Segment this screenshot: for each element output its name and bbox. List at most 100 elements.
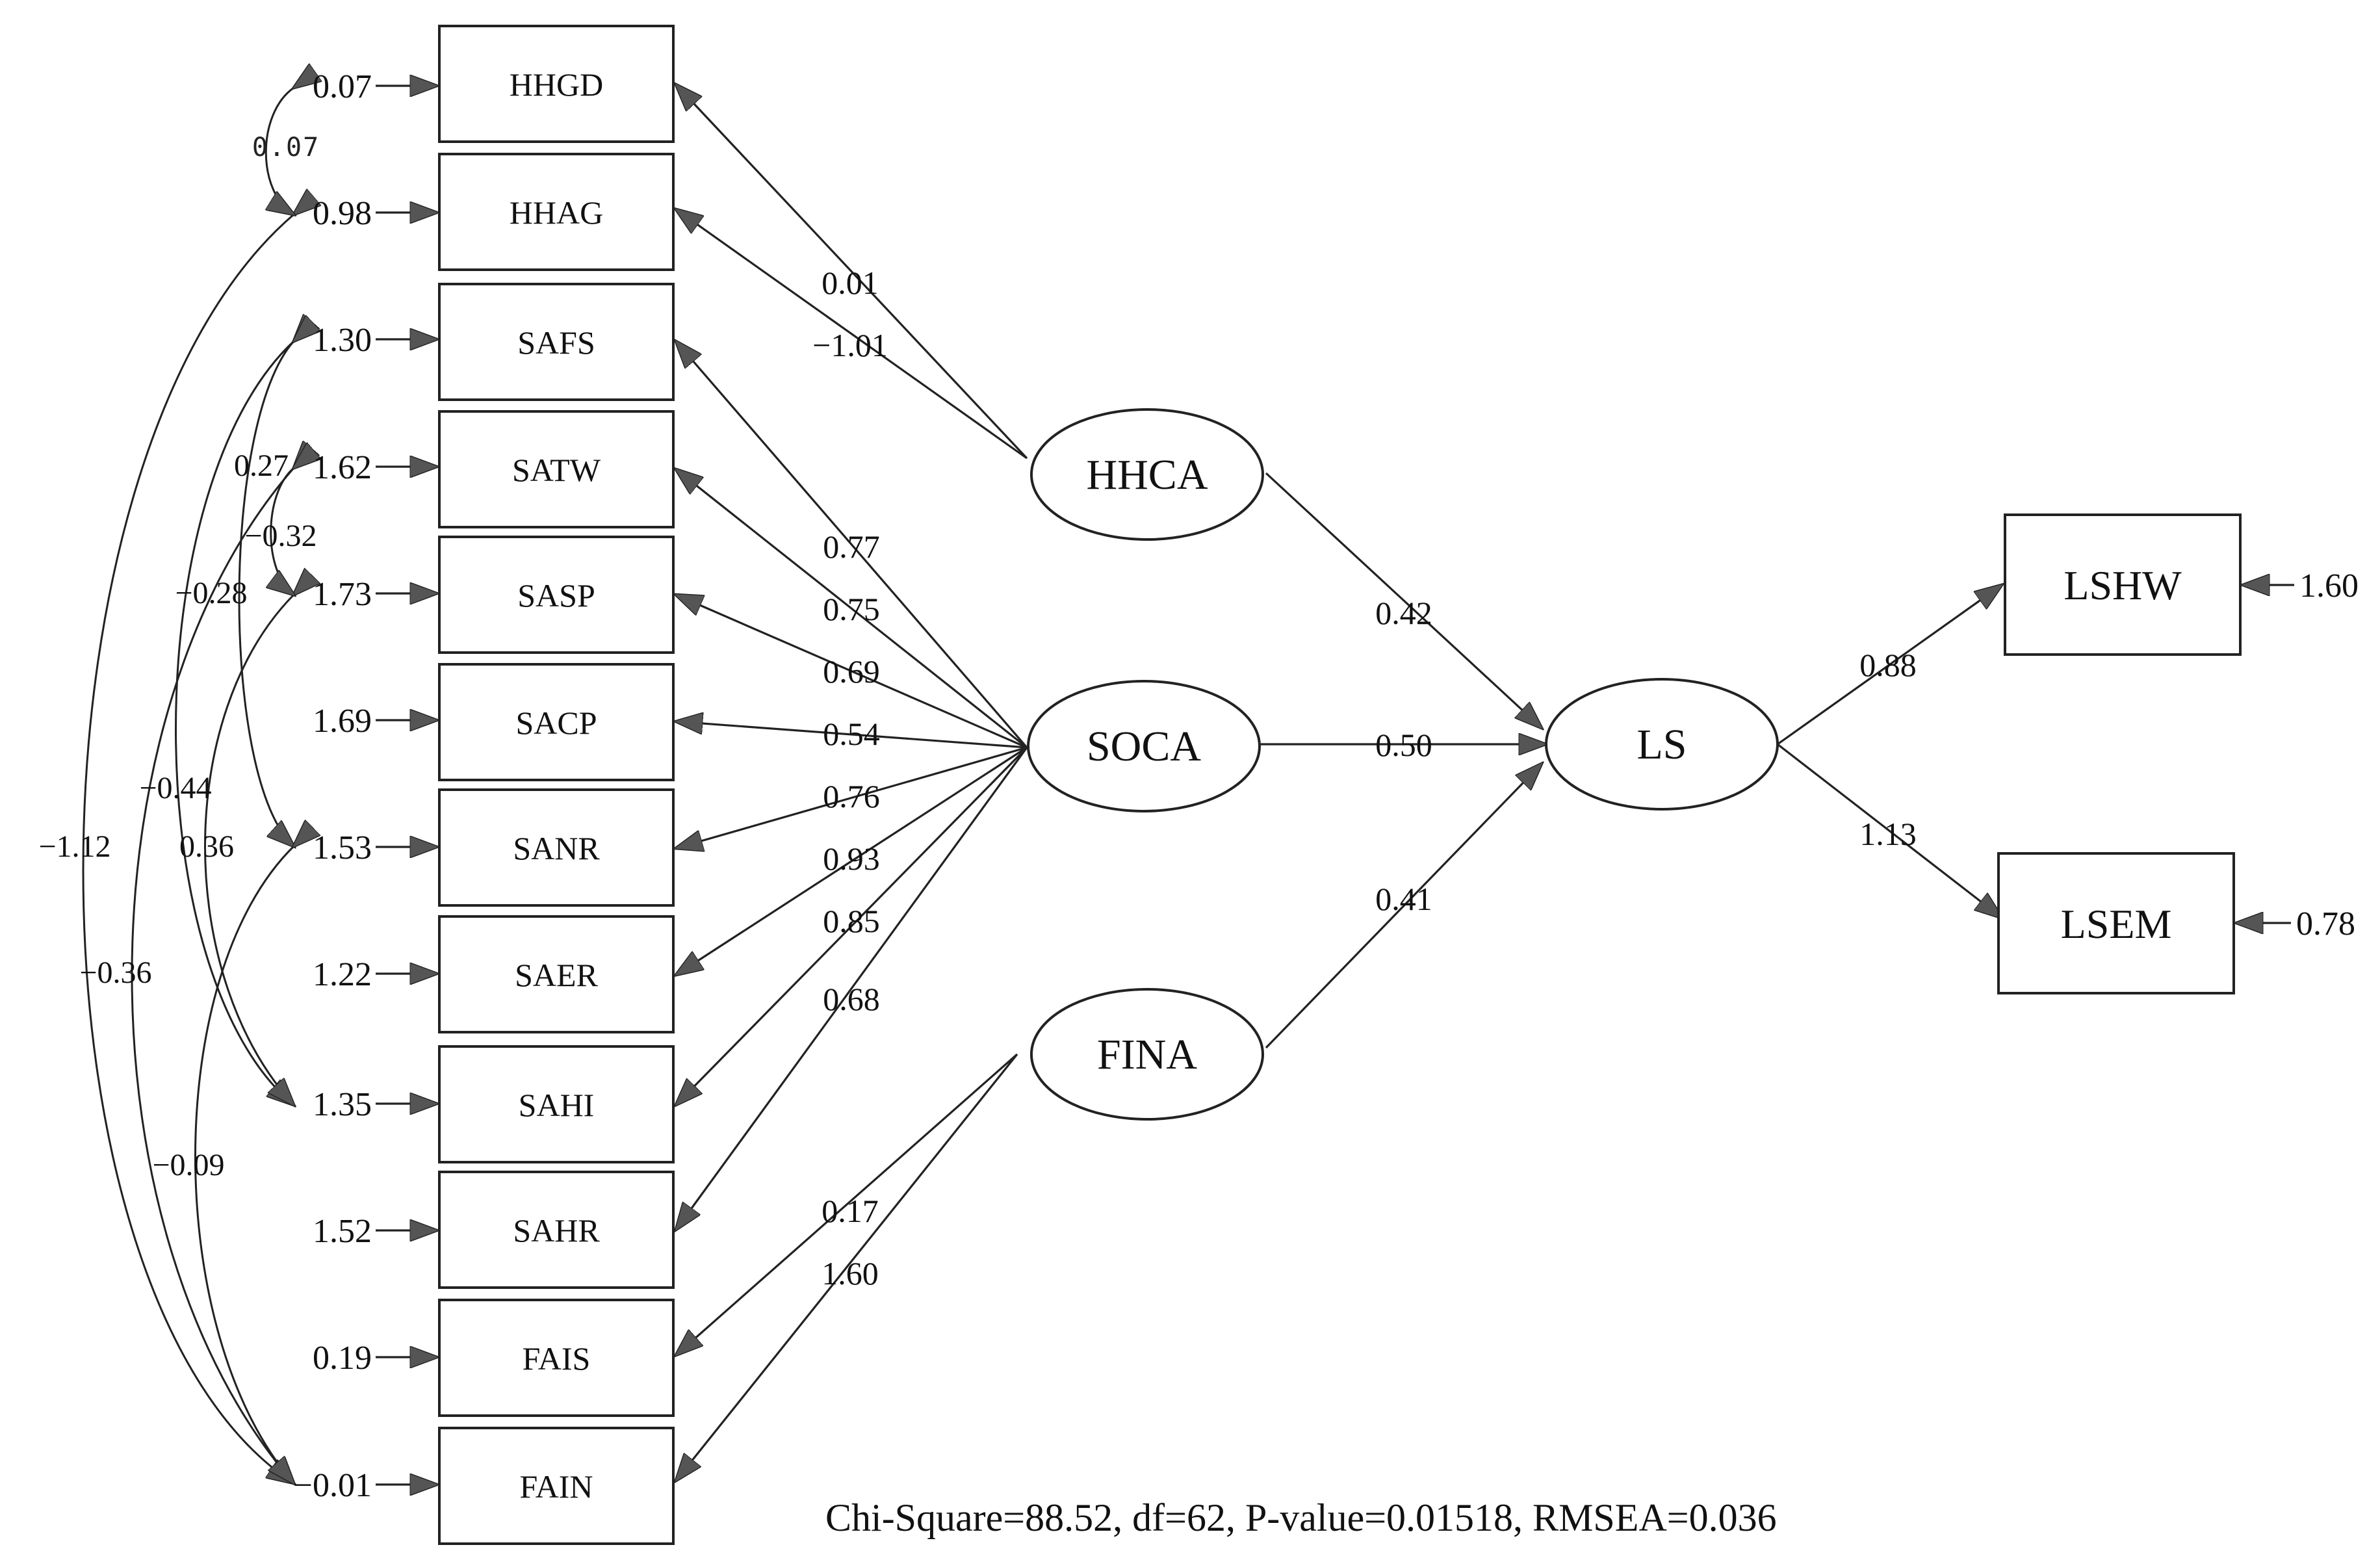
loading-value: 1.60: [821, 1255, 879, 1292]
cov-curve-hhag-fain: [82, 214, 294, 1483]
indicator-label: SAFS: [517, 324, 595, 361]
outcome-error-value: 0.78: [2296, 905, 2355, 942]
outcome-loading-value: 1.13: [1859, 816, 1917, 852]
structural-paths: 0.42 0.50 0.41: [1261, 472, 1546, 1049]
error-value: 0.19: [313, 1340, 372, 1377]
error-value: 0.98: [313, 195, 372, 232]
structural-value: 0.41: [1375, 881, 1432, 917]
loading-value: 0.69: [823, 653, 880, 690]
error-value: 0.07: [313, 68, 372, 105]
loading-arrow: [676, 209, 1028, 460]
covariance-values: 0.27 −0.32 −0.28 −0.44 0.36 −1.12 −0.36 …: [38, 448, 317, 1182]
loading-value: 0.17: [821, 1193, 879, 1229]
error-value: 1.22: [313, 956, 372, 993]
loading-value: 0.75: [823, 591, 880, 627]
loading-value: 0.54: [823, 716, 880, 752]
loading-value: 0.68: [823, 981, 880, 1017]
outcome-loading-value: 0.88: [1859, 647, 1917, 683]
covariance-value: −1.12: [38, 829, 110, 864]
covariance-curves: [82, 88, 294, 1483]
loading-value: 0.85: [823, 903, 880, 939]
loading-arrow: [676, 746, 1028, 975]
outcome-arrow-lshw: [1777, 585, 2002, 746]
loading-arrow: [676, 747, 1028, 1230]
loading-arrow: [676, 469, 1028, 749]
loading-arrow: [676, 1054, 1018, 1481]
error-value: 1.35: [313, 1086, 372, 1123]
loading-paths: [676, 84, 1028, 1481]
latent-ls: [1545, 678, 1779, 811]
latent-label: LS: [1636, 721, 1687, 768]
loading-arrow: [676, 721, 1028, 749]
error-value: 1.73: [313, 576, 372, 613]
indicator-box: [438, 1171, 675, 1289]
loading-arrow: [676, 746, 1028, 1105]
loading-arrow: [676, 746, 1028, 848]
covariance-value: −0.32: [244, 519, 317, 553]
indicator-box: [438, 1045, 675, 1163]
covariance-value: −0.36: [79, 955, 151, 990]
indicator-box: [438, 153, 675, 271]
indicator-label: HHAG: [510, 194, 603, 231]
error-value: 1.62: [313, 449, 372, 486]
indicator-label: SAHI: [519, 1087, 595, 1123]
outcome-paths: 0.88 1.13: [1777, 585, 2002, 918]
latent-label: HHCA: [1086, 451, 1208, 499]
outcome-box-lsem: [1997, 852, 2235, 994]
indicator-label: SANR: [513, 830, 600, 866]
cov-curve-safs-sahi: [175, 341, 294, 1105]
structural-arrow-fina-ls: [1265, 764, 1542, 1049]
fit-statistics: Chi-Square=88.52, df=62, P-value=0.01518…: [825, 1496, 1777, 1539]
indicator-label: SAER: [515, 957, 598, 993]
indicator-label: SAHR: [513, 1212, 600, 1249]
covariance-value: 0.36: [179, 829, 234, 864]
indicator-label: SACP: [515, 705, 597, 741]
cov-curve-sanr-fain: [194, 846, 294, 1483]
outcome-label: LSHW: [2063, 562, 2182, 608]
outcome-arrow-lsem: [1777, 743, 2002, 918]
loading-arrow: [676, 595, 1028, 749]
indicator-box: [438, 536, 675, 654]
indicator-box: [438, 663, 675, 781]
loading-value: −1.01: [812, 327, 888, 363]
error-value: 1.30: [313, 322, 372, 359]
cov-curve-satw-fain: [131, 468, 294, 1483]
cov-curve-hhgd-hhag: [266, 88, 294, 214]
loading-arrow: [676, 1053, 1018, 1355]
outcome-error-value: 1.60: [2299, 567, 2359, 604]
covariance-value: 0.27: [234, 448, 289, 483]
cov-curve-sasp-sahi: [204, 595, 294, 1105]
indicator-box: [438, 915, 675, 1033]
latent-soca: [1027, 680, 1261, 812]
loading-value: 0.77: [823, 528, 880, 565]
latent-fina: [1030, 988, 1264, 1121]
latent-label: FINA: [1097, 1031, 1197, 1078]
indicator-label: SATW: [512, 452, 601, 488]
error-value: 1.52: [313, 1213, 372, 1250]
indicator-box: [438, 1299, 675, 1417]
cov-curve-safs-sanr: [238, 341, 294, 846]
latent-label: SOCA: [1087, 723, 1201, 770]
latent-variables: HHCA SOCA FINA LS: [1027, 408, 1779, 1121]
loading-arrow: [676, 341, 1028, 749]
covariance-value: −0.28: [175, 576, 247, 610]
error-value: 1.69: [313, 703, 372, 740]
loading-value: 0.93: [823, 840, 880, 877]
error-annotation: 0.07: [252, 133, 320, 162]
outcome-boxes: LSHW 1.60 LSEM 0.78: [1997, 513, 2359, 994]
structural-value: 0.50: [1375, 727, 1432, 763]
latent-hhca: [1030, 408, 1264, 541]
indicator-box: [438, 410, 675, 528]
indicator-box: [438, 1427, 675, 1545]
loading-value: 0.01: [821, 265, 879, 301]
covariance-value: −0.09: [152, 1148, 224, 1182]
loading-arrow: [676, 84, 1028, 460]
indicator-label: HHGD: [510, 66, 603, 103]
error-value: −0.01: [294, 1467, 372, 1504]
indicator-label: FAIS: [523, 1340, 591, 1377]
structural-value: 0.42: [1375, 595, 1432, 631]
indicator-boxes: 0.07 HHGD 0.98 HHAG 1.30 SAFS 1.62 SATW …: [294, 25, 675, 1545]
cov-curve-satw-sasp: [271, 468, 294, 595]
outcome-label: LSEM: [2061, 901, 2172, 947]
